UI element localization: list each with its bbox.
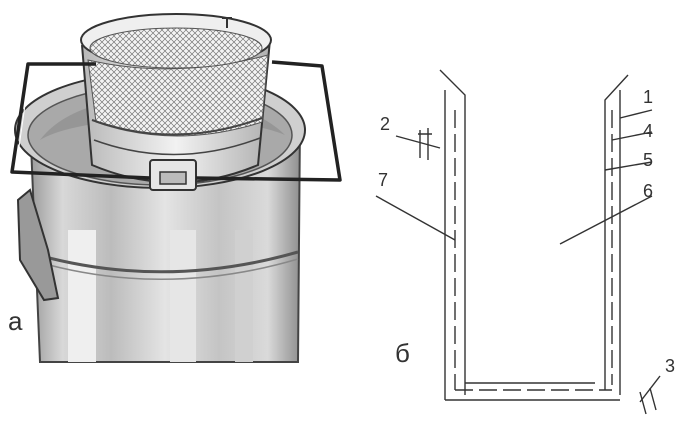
callout-4: 4 (643, 121, 653, 141)
right-wall-outer (604, 74, 629, 390)
leader-2 (395, 135, 441, 149)
bucket-highlight (68, 230, 96, 362)
callout-2: 2 (380, 114, 390, 134)
basket-tag (222, 17, 232, 28)
callout-6: 6 (643, 181, 653, 201)
fastener-top-left (418, 128, 432, 160)
bucket-band (37, 258, 299, 281)
leader-6 (559, 195, 653, 245)
callout-labels: 1 2 3 4 5 6 7 (378, 87, 675, 376)
callout-3: 3 (665, 356, 675, 376)
fastener-bottom-right (639, 387, 657, 415)
bucket-illustration (10, 13, 342, 363)
section-diagram (375, 69, 661, 415)
callout-7: 7 (378, 170, 388, 190)
bucket-highlight (235, 230, 253, 362)
callout-1: 1 (643, 87, 653, 107)
leader-7 (375, 195, 456, 241)
basket-band (91, 117, 263, 136)
leader-3 (639, 375, 661, 403)
bucket-highlight (170, 230, 196, 362)
basket-band (93, 137, 261, 156)
wire-frame (10, 60, 342, 182)
panel-a-label: а (8, 306, 23, 336)
bucket-handle-left (16, 188, 60, 302)
leader-4 (611, 131, 653, 141)
bucket-band (37, 250, 299, 274)
wire-frame-left (10, 62, 151, 180)
wire-frame-inner (15, 69, 31, 169)
basket-clip-plate (159, 171, 187, 185)
basket-top-mesh (89, 27, 263, 69)
left-wall-outer (439, 69, 466, 395)
leader-5 (604, 161, 653, 171)
callout-5: 5 (643, 150, 653, 170)
strainer-basket (80, 13, 272, 191)
panel-b-label: б (395, 338, 410, 368)
leader-1 (619, 109, 653, 119)
wire-frame-right (195, 60, 342, 182)
